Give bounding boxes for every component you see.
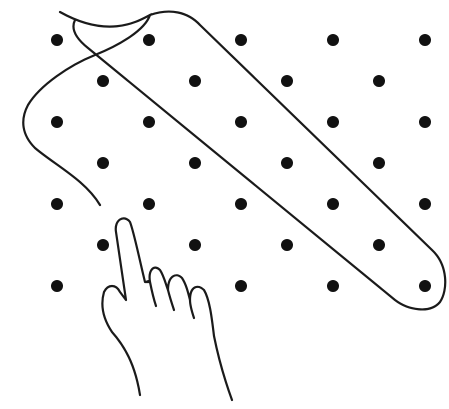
grid-dot [327,116,339,128]
grid-dot [97,157,109,169]
grid-dot [51,280,63,292]
pointing-hand-icon [102,218,232,400]
grid-dot [235,198,247,210]
grid-dot [235,34,247,46]
grid-dot [143,198,155,210]
grid-dot [327,198,339,210]
grid-dot [189,157,201,169]
grid-dot [373,239,385,251]
grid-dot [419,280,431,292]
grid-dot [97,239,109,251]
grid-dot [281,239,293,251]
grid-dot [327,280,339,292]
left-loop-outline [23,12,150,205]
grid-dot [51,34,63,46]
grid-dot [189,239,201,251]
grid-dot [189,75,201,87]
grid-dot [51,198,63,210]
grid-dot [419,198,431,210]
grid-dot [373,75,385,87]
dot-grid [51,34,431,292]
grid-dot [235,280,247,292]
grid-dot [327,34,339,46]
grid-dot [97,75,109,87]
grid-dot [51,116,63,128]
grid-dot [373,157,385,169]
grid-dot [281,75,293,87]
grid-dot [143,116,155,128]
grid-dot [143,34,155,46]
grid-dot [235,116,247,128]
grid-dot [419,34,431,46]
grid-dot [419,116,431,128]
grid-dot [281,157,293,169]
